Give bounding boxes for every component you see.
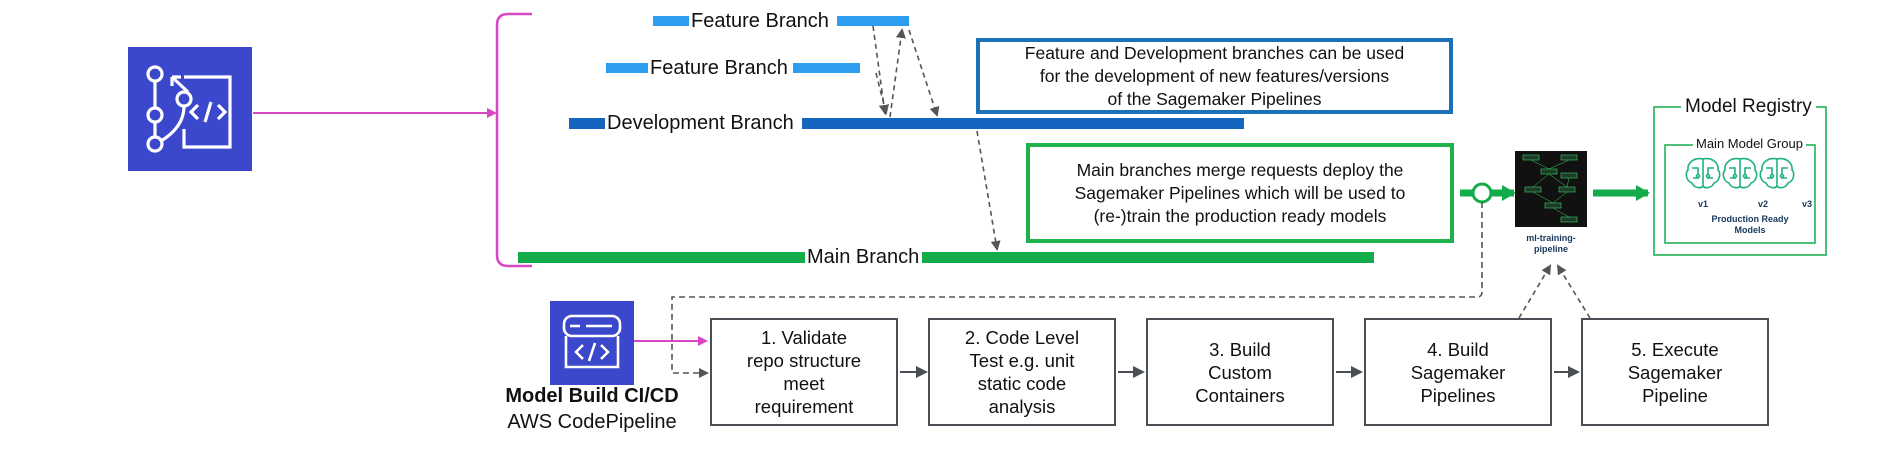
feature-branch-2-bar-left — [606, 63, 649, 73]
model-v2-icon — [1721, 156, 1759, 190]
development-branch-bar-left — [569, 118, 605, 129]
model-v2-label: v2 — [1757, 199, 1768, 209]
feature-branch-2-bar-right — [793, 63, 860, 73]
branch-arrow-feature-to-dev — [908, 29, 940, 117]
feature-branch-1-bar-left — [653, 16, 690, 26]
merge-arrow-feature2-to-dev — [875, 72, 889, 115]
execute-to-pipeline-arrow — [1556, 264, 1591, 319]
branch-arrow-dev-to-feature — [889, 28, 906, 118]
feature-branch-1-bar-right — [837, 16, 909, 26]
step-validate-repo: 1. Validate repo structure meet requirem… — [710, 318, 898, 426]
model-group-title: Main Model Group — [1693, 136, 1806, 151]
build-subtitle: AWS CodePipeline — [507, 411, 677, 433]
step-execute-pipeline: 5. Execute Sagemaker Pipeline — [1581, 318, 1769, 426]
model-v3-icon — [1758, 156, 1796, 190]
branches-bracket — [495, 12, 532, 268]
main-branch-note: Main branches merge requests deploy the … — [1026, 143, 1454, 243]
development-branch-bar-right — [802, 118, 1244, 129]
pipeline-caption: ml-training- pipeline — [1526, 233, 1576, 254]
model-v1-label: v1 — [1697, 199, 1708, 209]
merge-arrow-dev-to-main — [976, 130, 1001, 251]
model-v1-icon — [1684, 156, 1722, 190]
development-branch-label: Development Branch — [605, 112, 796, 134]
model-registry-title: Model Registry — [1681, 96, 1816, 118]
trigger-line-to-step1 — [671, 202, 1483, 378]
step-code-test: 2. Code Level Test e.g. unit static code… — [928, 318, 1116, 426]
feature-dev-note: Feature and Development branches can be … — [976, 38, 1453, 114]
main-branch-label: Main Branch — [805, 246, 922, 268]
feature-branch-2-label: Feature Branch — [648, 57, 790, 79]
codebuild-icon — [550, 301, 634, 385]
main-branch-bar-right — [922, 252, 1374, 263]
model-v3-label: v3 — [1801, 199, 1812, 209]
main-branch-bar-left — [518, 252, 805, 263]
merge-arrow-feature1-to-dev — [872, 25, 889, 115]
build-to-pipeline-arrow — [1518, 264, 1552, 319]
step-build-containers: 3. Build Custom Containers — [1146, 318, 1334, 426]
trigger-node — [1471, 182, 1493, 204]
pipeline-thumbnail — [1515, 151, 1587, 227]
feature-branch-1-label: Feature Branch — [689, 10, 831, 32]
step-build-pipelines: 4. Build Sagemaker Pipelines — [1364, 318, 1552, 426]
build-title: Model Build CI/CD — [505, 385, 679, 407]
codecommit-icon — [128, 47, 252, 171]
production-ready-caption: Production Ready Models — [1711, 214, 1789, 235]
